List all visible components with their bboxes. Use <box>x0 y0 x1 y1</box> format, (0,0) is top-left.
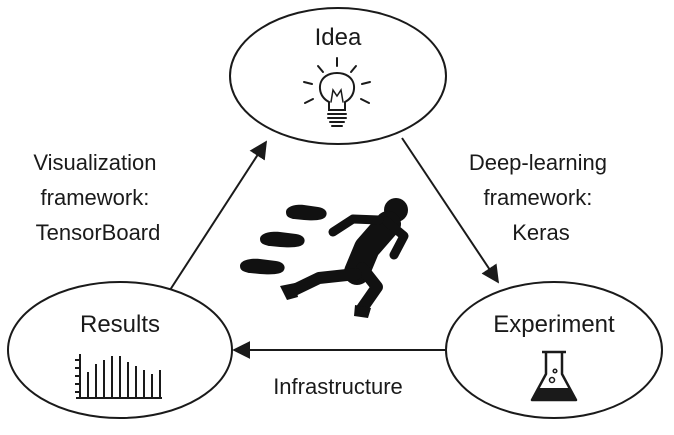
edge-label-deep-learning-line-1: Deep-learning <box>469 150 607 175</box>
edge-label-infrastructure: Infrastructure <box>273 374 403 399</box>
node-experiment-label: Experiment <box>493 311 615 338</box>
edge-label-visualization-line-3: TensorBoard <box>36 220 161 245</box>
running-figure-icon <box>240 198 409 318</box>
lightbulb-icon <box>303 57 371 127</box>
node-idea-label: Idea <box>315 24 362 51</box>
node-results: Results <box>7 281 233 419</box>
edge-label-visualization: Visualization framework: TensorBoard <box>33 150 162 245</box>
edge-label-deep-learning-line-2: framework: <box>484 185 593 210</box>
node-experiment: Experiment <box>445 281 663 419</box>
arrow-results-to-idea <box>169 140 267 291</box>
edge-label-visualization-line-1: Visualization <box>33 150 156 175</box>
bar-chart-icon <box>75 354 162 399</box>
arrow-idea-to-experiment <box>401 137 499 284</box>
node-results-label: Results <box>80 311 160 338</box>
flask-icon <box>530 350 578 402</box>
node-idea: Idea <box>229 7 447 145</box>
edge-label-deep-learning: Deep-learning framework: Keras <box>469 150 613 245</box>
edge-label-deep-learning-line-3: Keras <box>512 220 569 245</box>
edge-label-visualization-line-2: framework: <box>41 185 150 210</box>
